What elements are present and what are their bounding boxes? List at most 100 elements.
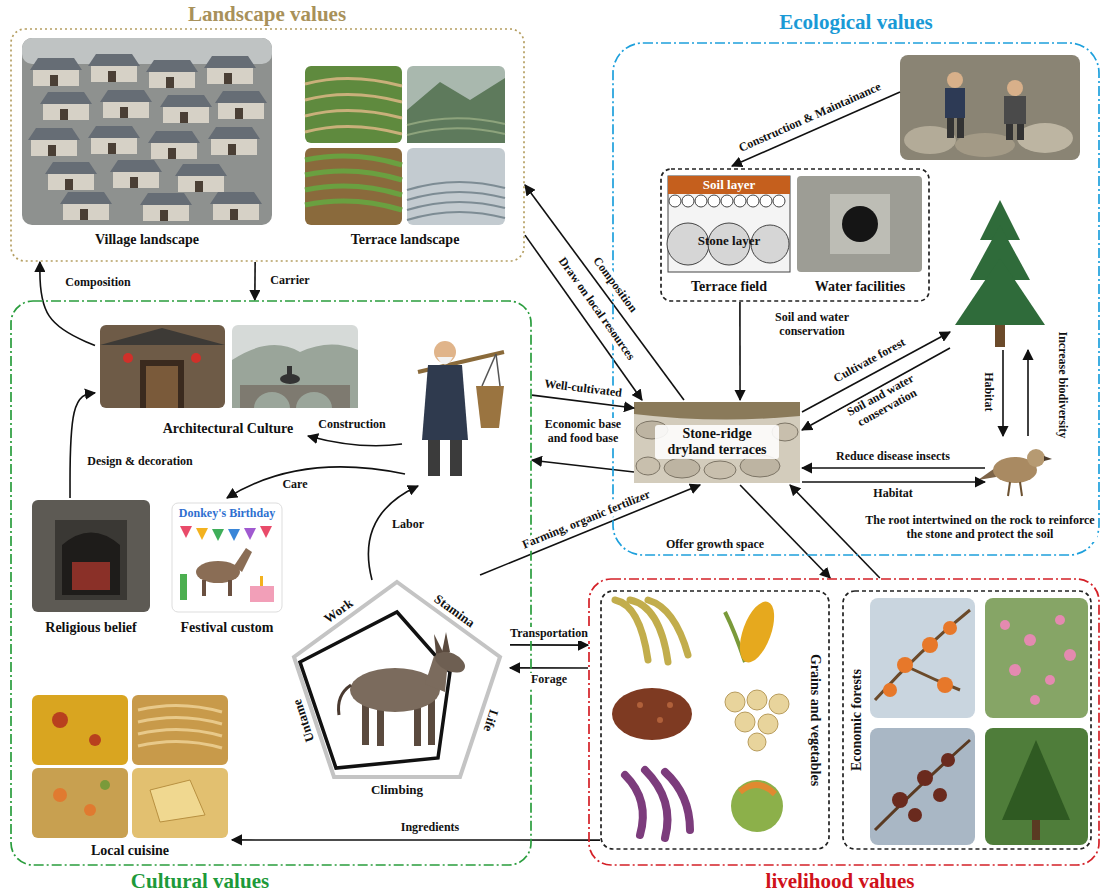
forest-photos: [1000, 620, 1010, 630]
axis-label: Work: [322, 596, 357, 627]
connector-arrow: [525, 235, 642, 400]
grain-photos: [612, 688, 692, 740]
grain-photos: [657, 717, 663, 723]
festival-picture: [172, 503, 282, 612]
part-label: Stone layer: [698, 234, 760, 249]
workers-photo: [1004, 96, 1026, 124]
axis-label: Stamina: [431, 591, 477, 630]
village-photo: [88, 54, 140, 82]
image-node: Local cuisine: [28, 692, 232, 864]
terrace-field-section: [669, 195, 681, 207]
terrace-field-section: [682, 195, 694, 207]
grain-photos: [748, 733, 766, 751]
stone-wall-photo: [704, 461, 736, 479]
layout-arrows: [802, 481, 985, 483]
image-caption: Religious belief: [45, 620, 136, 636]
village-photo: [160, 95, 212, 123]
terrace-field-section: [668, 176, 790, 272]
workers-photo: [1017, 123, 1073, 153]
architecture-photos: [100, 325, 358, 408]
cuisine-photos: [132, 695, 228, 765]
terrace-field-section: [734, 195, 746, 207]
village-photo: [146, 60, 198, 88]
stone-wall-photo: [634, 402, 800, 483]
cuisine-photos: [100, 780, 110, 790]
village-photo: [210, 192, 262, 220]
forest-photos: [1009, 664, 1021, 676]
terrace-box: Soil layerStone layerTerrace fieldWater …: [660, 168, 930, 302]
tree-figure: [955, 200, 1045, 347]
festival-picture: [180, 574, 187, 600]
terrace-field-section: [760, 195, 772, 207]
festival-picture: [228, 529, 240, 541]
grain-photos: [667, 702, 673, 708]
terrace-photos: [305, 148, 402, 225]
village-photo: [60, 192, 112, 220]
festival-picture: [250, 586, 274, 602]
grain-photos: [758, 714, 778, 734]
grain-photos: [735, 712, 755, 732]
architecture-photos: [140, 360, 184, 408]
terrace-photos: [407, 182, 505, 220]
cuisine-photos: [138, 705, 222, 748]
layout-arrows: [308, 436, 402, 446]
cuisine-photos: [32, 768, 128, 838]
architecture-photos: [100, 328, 225, 345]
religious-photo: [55, 520, 127, 600]
workers-photo: [947, 118, 954, 138]
stone-wall-photo: [664, 458, 700, 478]
image-caption: Water facilities: [815, 279, 905, 295]
region-panel: livelihood valuesGrains and vegetablesEc…: [588, 578, 1100, 866]
panel-outline: [588, 578, 1100, 866]
village-photo: [148, 131, 200, 159]
edge-label: Design & decoration: [85, 455, 194, 469]
farmer-figure: [482, 354, 496, 386]
forest-photos: [1064, 649, 1076, 661]
grain-photos: [733, 597, 781, 667]
festival-picture: [228, 580, 232, 596]
forest-photos: [870, 728, 975, 845]
donkey-figure: [339, 632, 469, 746]
terrace-photos: [305, 66, 402, 143]
terrace-node: Stone-ridge dryland terraces: [634, 400, 800, 485]
image-caption: Architectural Culture: [163, 421, 294, 437]
cuisine-photos: [150, 780, 205, 822]
grain-photos: [740, 785, 775, 794]
connector-arrow: [480, 485, 700, 575]
terrace-field-section: [747, 195, 759, 207]
festival-picture: [196, 528, 208, 540]
arrow-label: Care: [280, 478, 309, 492]
architecture-photos: [232, 344, 358, 408]
forest-photos: [933, 788, 947, 802]
bird-figure: [1020, 482, 1022, 496]
region-panel: Ecological valuesSoil layerStone layerTe…: [612, 42, 1100, 556]
architecture-photos: [232, 325, 358, 408]
cuisine-photos: [32, 695, 128, 765]
pentagon-chart-figure: [294, 582, 500, 777]
village-photo: [28, 128, 80, 156]
pentagon-chart-figure: [294, 582, 500, 777]
workers-photo: [900, 55, 1080, 160]
region-panel: Cultural valuesArchitectural CultureReli…: [10, 300, 532, 866]
axis-label: Climbing: [371, 783, 423, 798]
terrace-photos: [407, 78, 505, 143]
connector-arrow: [525, 185, 684, 400]
workers-photo: [900, 55, 1080, 160]
connector-arrow: [510, 644, 588, 646]
religious-photo: [72, 562, 110, 590]
edge-label: Soil and water conservation: [755, 311, 869, 339]
panel-outline: [601, 591, 829, 849]
grain-photos: [769, 694, 789, 714]
terrace-photos: [407, 148, 505, 225]
festival-picture: [260, 576, 263, 586]
panel-outline: [612, 42, 1100, 556]
religious-photo: [32, 500, 150, 612]
festival-picture: [196, 561, 240, 583]
religious-photo: [32, 500, 150, 612]
layout-arrows: [227, 467, 405, 498]
forest-photos: [1030, 695, 1040, 705]
cuisine-photos: [53, 788, 67, 802]
grain-photos: [725, 692, 745, 712]
